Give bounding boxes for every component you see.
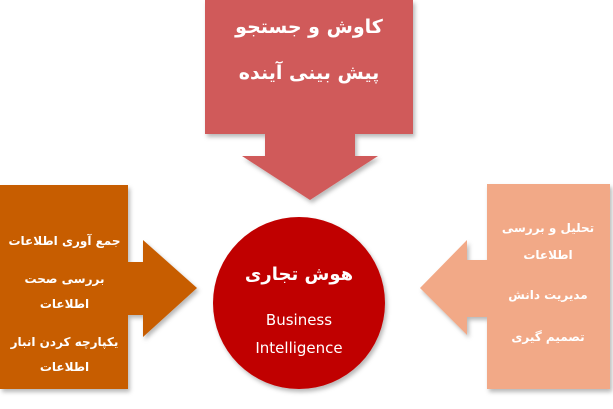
left-block-line-3: اطلاعات <box>39 297 90 311</box>
center-title-en-line-2: Intelligence <box>255 339 343 357</box>
top-callout-shape <box>205 0 413 200</box>
top-block-line-1: کاوش و جستجو <box>235 16 383 38</box>
right-block-line-3: مدیریت دانش <box>508 288 588 302</box>
top-block-line-2: پیش بینی آینده <box>238 62 380 84</box>
right-callout-shape <box>420 184 610 389</box>
right-block-line-1: تحلیل و بررسی <box>501 221 595 235</box>
center-circle <box>213 217 385 389</box>
left-block-line-1: جمع آوری اطلاعات <box>8 234 121 248</box>
left-block-line-2: بررسی صحت <box>24 272 105 286</box>
right-block-line-4: تصمیم گیری <box>511 330 585 344</box>
center-title-fa: هوش تجاری <box>244 264 354 285</box>
left-block-line-4: یکپارچه کردن انبار <box>10 335 119 349</box>
center-title-en-line-1: Business <box>265 311 333 329</box>
right-block-line-2: اطلاعات <box>523 248 573 262</box>
left-block-line-5: اطلاعات <box>39 360 90 374</box>
left-callout-shape <box>0 185 197 389</box>
